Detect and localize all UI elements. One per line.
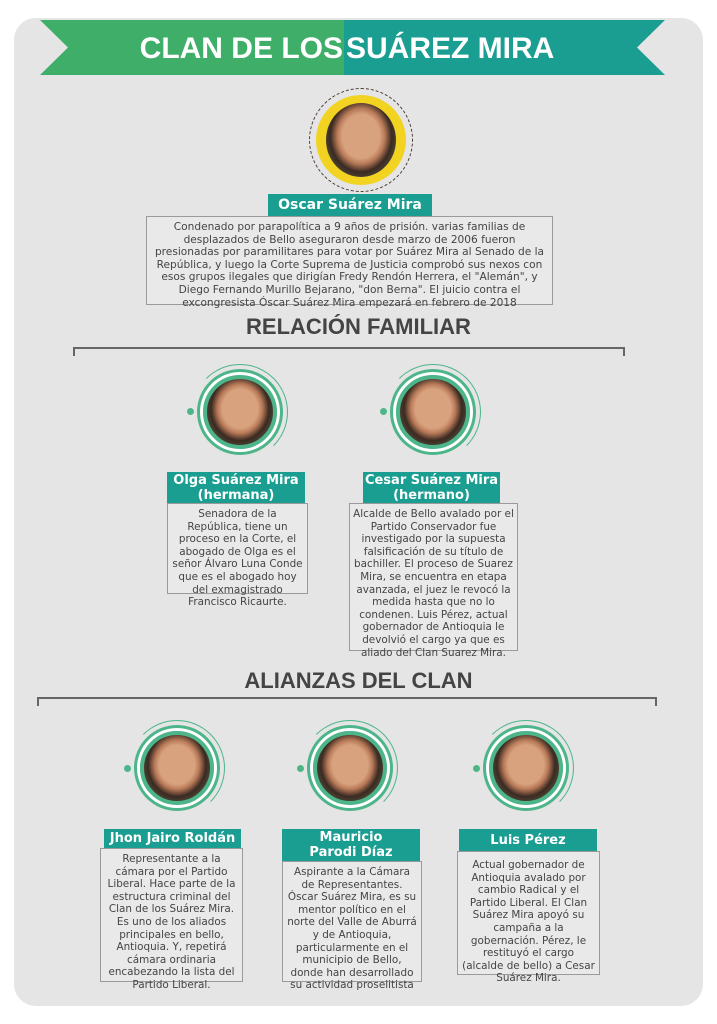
divider (73, 347, 625, 356)
description-olga: Senadora de la República, tiene un proce… (167, 503, 308, 608)
name-label-jhon: Jhon Jairo Roldán (104, 829, 241, 848)
decor-arc (302, 720, 398, 816)
title-part1: CLAN DE LOS (139, 32, 343, 65)
name-label-cesar: Cesar Suárez Mira (hermano) (363, 472, 500, 503)
title-part2: SUÁREZ MIRA (346, 32, 555, 65)
description-luis: Actual gobernador de Antioquia avalado p… (457, 851, 600, 984)
cycle-arrows-icon (309, 88, 413, 192)
decor-arc (385, 364, 481, 460)
description-oscar: Condenado por parapolítica a 9 años de p… (146, 216, 553, 309)
name-label-luis: Luis Pérez (459, 829, 597, 851)
name-label-olga: Olga Suárez Mira (hermana) (167, 472, 305, 503)
section-heading-alliances: ALIANZAS DEL CLAN (244, 668, 473, 693)
decor-arc (478, 720, 574, 816)
member-role: (hermana) (197, 487, 275, 503)
portrait-cesar (396, 375, 470, 449)
decor-dot (124, 765, 131, 772)
name-label-mauricio: Mauricio Parodi Díaz (282, 829, 420, 861)
description-cesar: Alcalde de Bello avalado por el Partido … (349, 503, 518, 659)
decor-arc (192, 364, 288, 460)
member-name: Cesar Suárez Mira (364, 472, 499, 488)
member-role: (hermano) (393, 487, 470, 503)
portrait-luis (489, 731, 563, 805)
portrait-jhon (140, 731, 214, 805)
description-mauricio: Aspirante a la Cámara de Representantes.… (282, 861, 422, 991)
portrait-mauricio (313, 731, 387, 805)
decor-arc (129, 720, 225, 816)
description-jhon: Representante a la cámara por el Partido… (100, 848, 243, 991)
portrait-olga (203, 375, 277, 449)
portrait-oscar (326, 103, 396, 177)
decor-dot (187, 408, 194, 415)
divider (37, 697, 657, 706)
member-name: Olga Suárez Mira (173, 472, 299, 488)
section-heading-family: RELACIÓN FAMILIAR (246, 314, 471, 339)
decor-dot (297, 765, 304, 772)
decor-dot (380, 408, 387, 415)
name-label-oscar: Oscar Suárez Mira (268, 194, 432, 216)
decor-dot (473, 765, 480, 772)
title-banner: CLAN DE LOS SUÁREZ MIRA (40, 20, 665, 75)
